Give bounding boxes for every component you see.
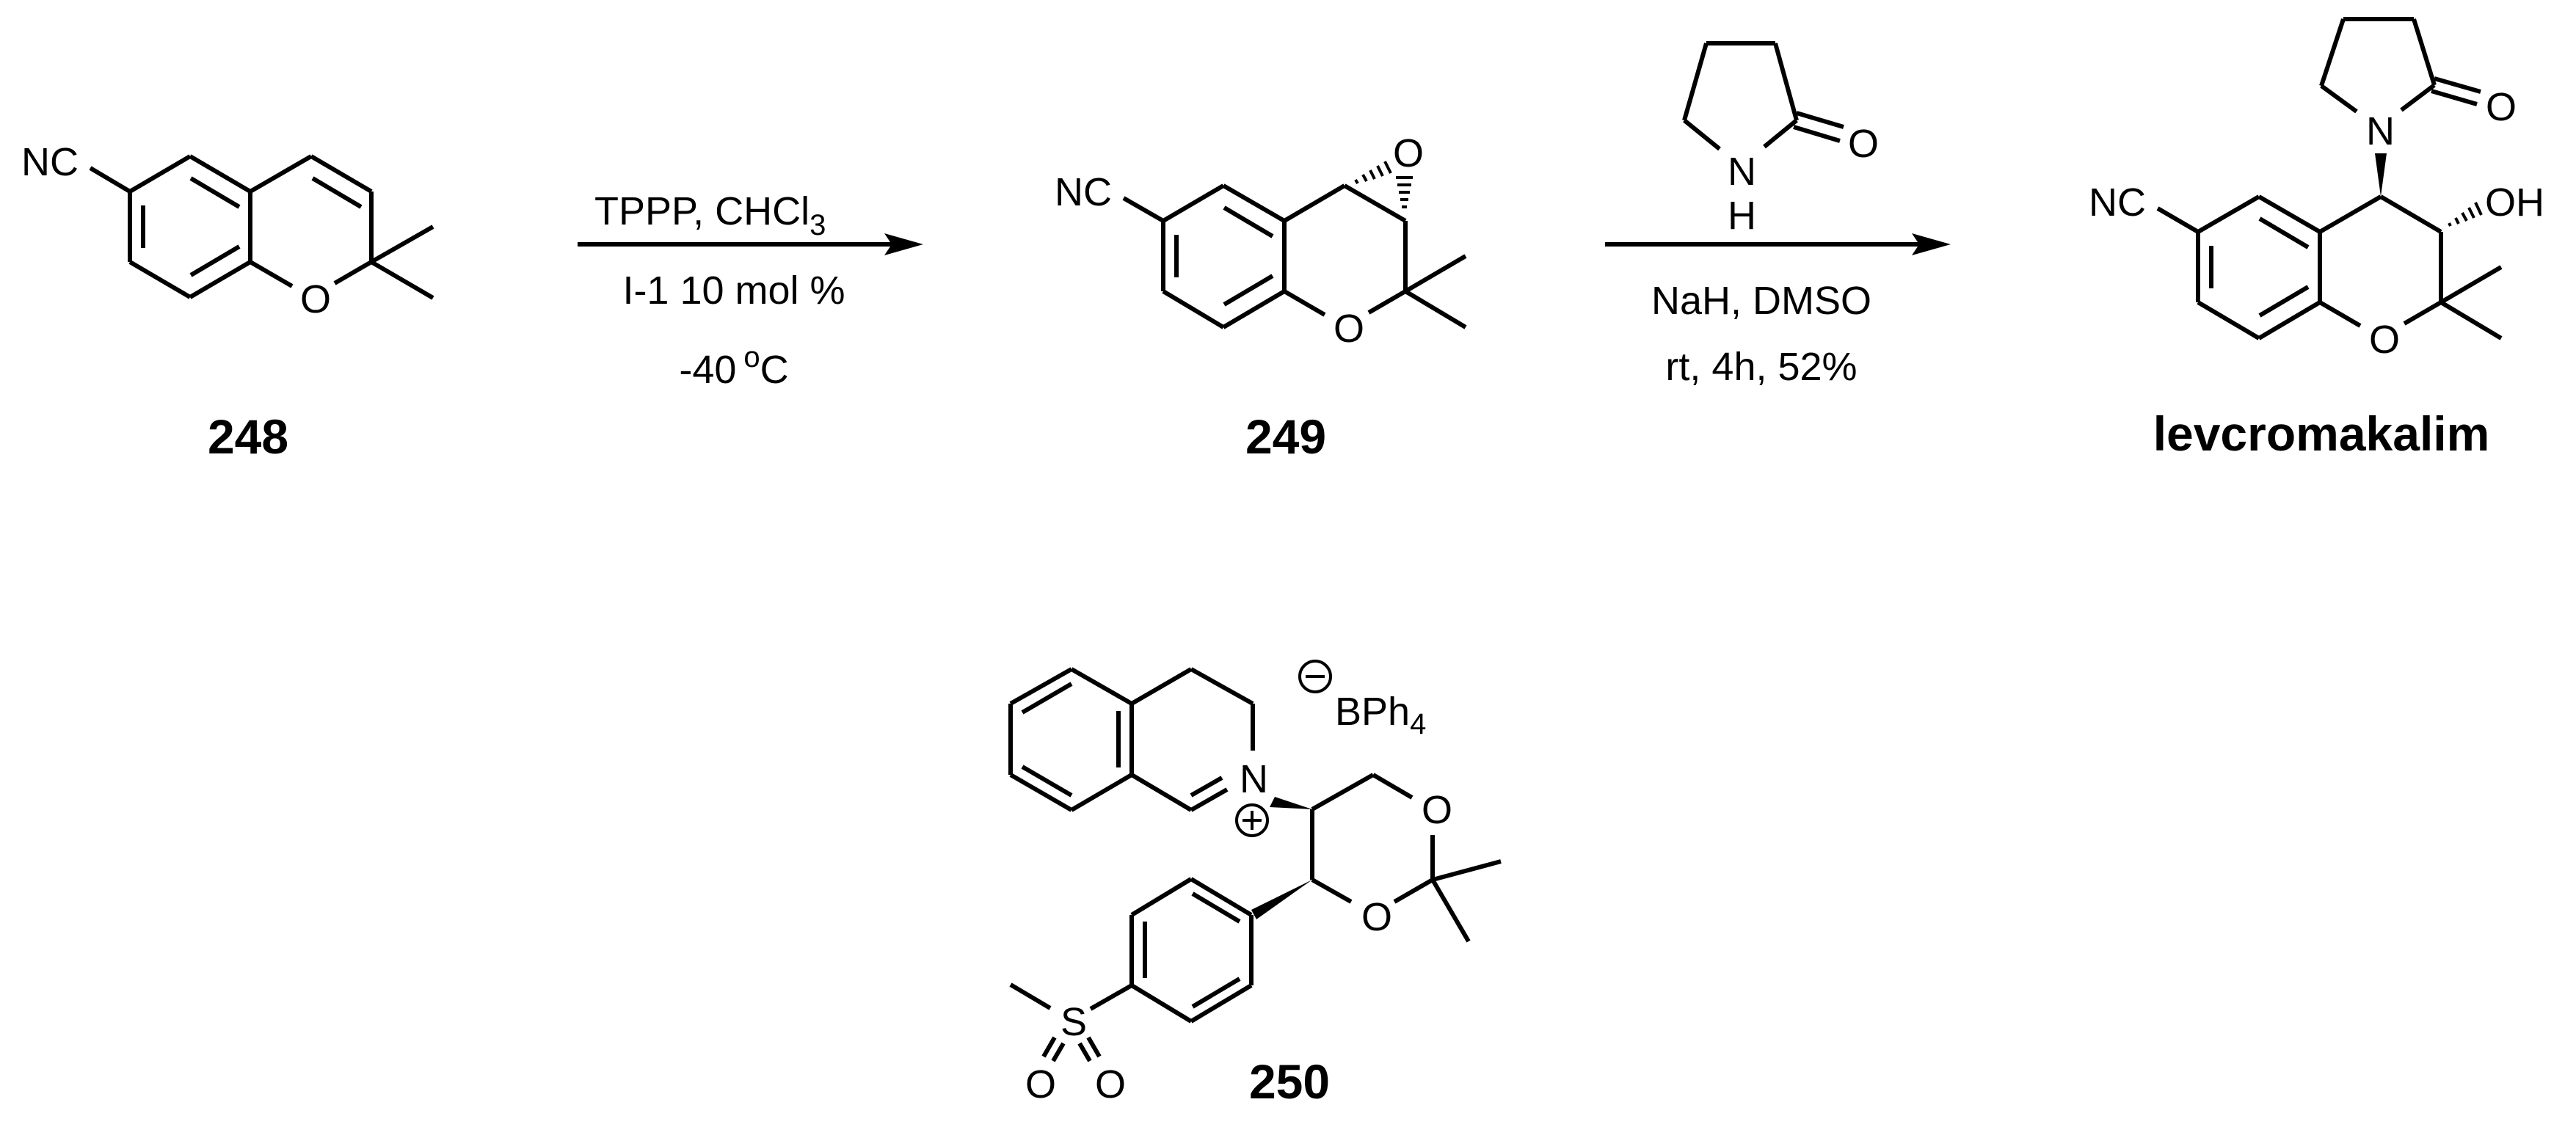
sulfur-label: S — [1060, 1000, 1087, 1044]
bonds-249 — [1122, 183, 1467, 329]
step1-reagents-above: TPPP, CHCl3 — [594, 189, 826, 241]
lactam-nitrogen-label: N — [2366, 109, 2395, 153]
iminium-nitrogen-label: N — [1240, 757, 1268, 801]
sulfonyl-oxygen-right-label: O — [1095, 1062, 1126, 1106]
bold-wedge — [2375, 153, 2387, 197]
arrowhead-1-icon — [884, 233, 923, 255]
counterion-label: BPh4 — [1335, 690, 1426, 740]
nitrile-group-label: NC — [2089, 180, 2146, 225]
positive-charge-icon — [1235, 803, 1269, 837]
step2-conditions-yield: rt, 4h, 52% — [1665, 345, 1857, 389]
compound-249: NC — [1055, 131, 1467, 464]
compound-label-248: 248 — [208, 409, 288, 464]
hashed-wedge-c4 — [1354, 161, 1392, 185]
ring-oxygen-label: O — [300, 277, 331, 321]
ring-oxygen-label: O — [1334, 307, 1364, 351]
step1-catalyst: I-1 10 mol % — [622, 269, 845, 313]
bold-wedge-n — [1270, 797, 1312, 809]
negative-charge-icon — [1298, 660, 1332, 693]
bonds-250 — [1008, 667, 1502, 1062]
nitrile-group-label: NC — [21, 140, 79, 184]
nitrile-group-label: NC — [1055, 170, 1112, 214]
lactam-oxygen-label: O — [2486, 85, 2517, 129]
pyrrolidinone-reagent: N H O — [1682, 41, 1879, 238]
pyrrolidinone-ring — [2319, 17, 2481, 114]
step2-base-solvent: NaH, DMSO — [1651, 279, 1871, 323]
pyrrolidinone-o-label: O — [1848, 122, 1879, 166]
compound-250: N BPh4 O O S O O 250 — [1008, 660, 1502, 1109]
epoxide-oxygen-label: O — [1393, 131, 1424, 175]
compound-label-levcromakalim: levcromakalim — [2153, 406, 2490, 461]
compound-label-249: 249 — [1245, 409, 1326, 464]
pyrrolidinone-h-label: H — [1728, 194, 1756, 238]
dioxane-oxygen-bottom-label: O — [1361, 895, 1392, 939]
bold-wedge-aryl — [1251, 880, 1312, 919]
ring-oxygen-label: O — [2369, 318, 2400, 362]
sulfonyl-oxygen-left-label: O — [1025, 1062, 1056, 1106]
pyrrolidinone-n-label: N — [1728, 150, 1756, 194]
compound-248: NC O 248 — [21, 140, 434, 464]
hydroxyl-label: OH — [2485, 180, 2544, 225]
compound-label-250: 250 — [1249, 1054, 1330, 1109]
bonds-248 — [89, 154, 434, 300]
arrowhead-2-icon — [1912, 233, 1951, 255]
hashed-wedge-c3-oh — [2448, 202, 2483, 227]
hashed-wedge-c3 — [1396, 176, 1413, 208]
dioxane-oxygen-top-label: O — [1422, 788, 1452, 832]
reaction-step-2: N H O NaH, DMSO rt, 4h, 52% — [1605, 41, 1951, 389]
bonds-levcromakalim — [2156, 194, 2503, 340]
compound-levcromakalim: NC — [2089, 17, 2544, 461]
